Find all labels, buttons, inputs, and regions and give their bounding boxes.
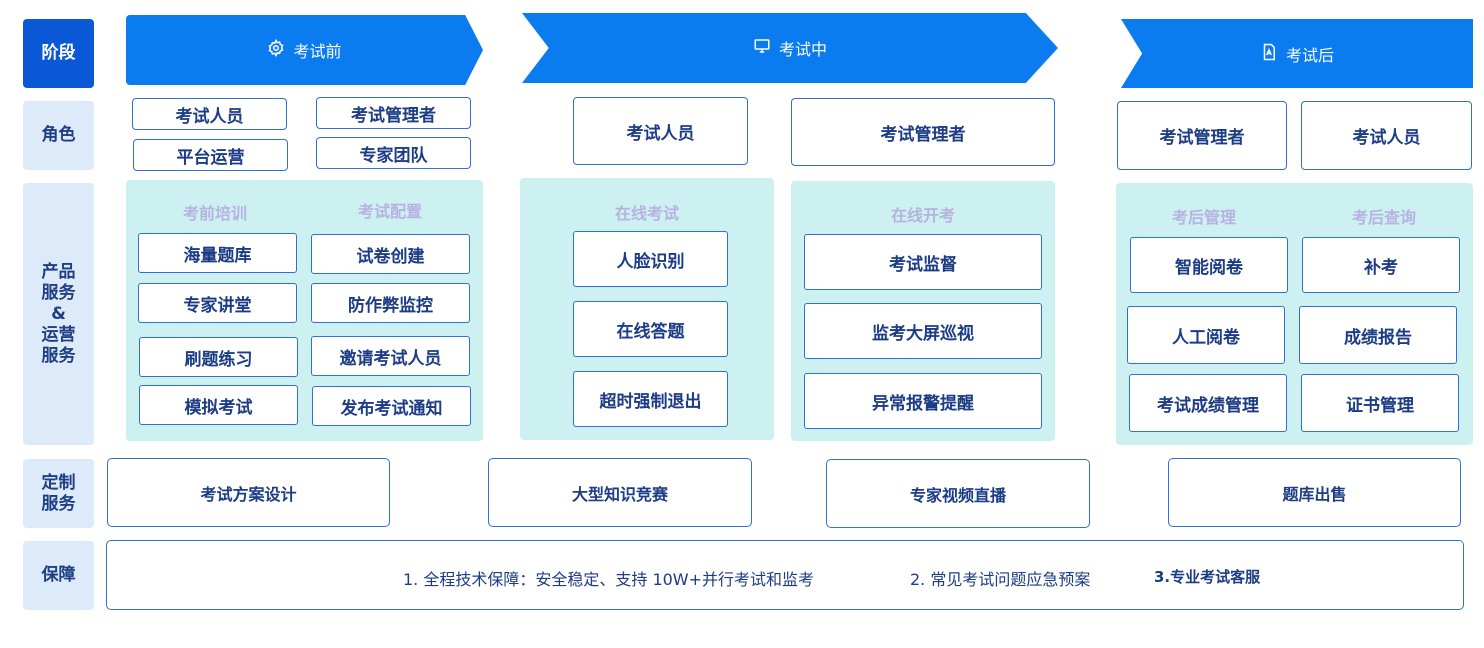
row-label-guarantee: 保障 (23, 541, 94, 610)
row-label-product-line: 服务 (41, 282, 76, 303)
row-label-product-line: & (51, 303, 66, 324)
item-create-paper[interactable]: 试卷创建 (311, 234, 470, 274)
row-label-role: 角色 (23, 101, 94, 170)
row-label-product-line: 服务 (41, 345, 76, 366)
row-label-product-line: 产品 (41, 261, 76, 282)
item-smart-grading[interactable]: 智能阅卷 (1130, 237, 1288, 293)
role-after-manager: 考试管理者 (1117, 101, 1287, 170)
row-label-product: 产品 服务 & 运营 服务 (23, 183, 94, 445)
item-score-report[interactable]: 成绩报告 (1299, 306, 1457, 364)
role-before-manager: 考试管理者 (316, 97, 471, 129)
row-label-custom-line: 定制 (41, 472, 76, 493)
guarantee-item-contingency: 2. 常见考试问题应急预案 (910, 570, 1091, 589)
document-icon (1260, 43, 1278, 65)
guarantee-item-customer-service: 3.专业考试客服 (1154, 568, 1261, 586)
monitor-icon (753, 37, 771, 59)
stage-during-arrow: 考试中 (522, 13, 1058, 83)
panel-after-title-query: 考后查询 (1351, 208, 1416, 227)
item-timeout-exit[interactable]: 超时强制退出 (573, 371, 728, 427)
row-label-stage: 阶段 (23, 19, 94, 88)
panel-online-start-title: 在线开考 (890, 206, 955, 225)
stage-after-label: 考试后 (1285, 45, 1334, 65)
role-during-manager: 考试管理者 (791, 98, 1055, 166)
item-online-answer[interactable]: 在线答题 (573, 301, 728, 357)
role-before-experts: 专家团队 (316, 137, 471, 169)
item-expert-lecture[interactable]: 专家讲堂 (138, 283, 297, 323)
item-exam-supervision[interactable]: 考试监督 (804, 234, 1042, 290)
item-anti-cheat[interactable]: 防作弊监控 (311, 283, 470, 323)
item-big-screen-patrol[interactable]: 监考大屏巡视 (804, 303, 1042, 359)
row-label-product-line: 运营 (41, 324, 76, 345)
panel-before-title-config: 考试配置 (357, 202, 422, 221)
item-score-management[interactable]: 考试成绩管理 (1129, 374, 1287, 432)
item-publish-notice[interactable]: 发布考试通知 (312, 386, 471, 426)
guarantee-item-tech-support: 1. 全程技术保障：安全稳定、支持 10W+并行考试和监考 (403, 570, 815, 589)
custom-knowledge-contest[interactable]: 大型知识竞赛 (488, 458, 752, 527)
stage-before-label: 考试前 (293, 42, 342, 61)
role-after-examinee: 考试人员 (1301, 101, 1472, 170)
row-label-custom-line: 服务 (41, 493, 76, 514)
item-manual-grading[interactable]: 人工阅卷 (1127, 306, 1285, 364)
role-before-examinee: 考试人员 (132, 98, 287, 130)
custom-expert-live-stream[interactable]: 专家视频直播 (826, 459, 1090, 528)
panel-online-exam-title: 在线考试 (614, 204, 679, 223)
item-question-bank[interactable]: 海量题库 (138, 233, 297, 273)
item-face-recognition[interactable]: 人脸识别 (573, 231, 728, 287)
stage-before-arrow: 考试前 (126, 15, 483, 85)
item-invite-examinees[interactable]: 邀请考试人员 (311, 336, 470, 376)
item-anomaly-alert[interactable]: 异常报警提醒 (804, 373, 1042, 429)
stage-after-arrow: 考试后 (1121, 19, 1473, 88)
panel-after-title-management: 考后管理 (1171, 208, 1236, 227)
guarantee-box (106, 540, 1464, 610)
stage-during-label: 考试中 (778, 40, 827, 59)
gear-icon (267, 38, 285, 61)
item-practice[interactable]: 刷题练习 (139, 337, 298, 377)
role-during-examinee: 考试人员 (573, 97, 748, 165)
item-makeup-exam[interactable]: 补考 (1302, 237, 1460, 293)
row-label-custom: 定制 服务 (23, 459, 94, 528)
role-before-operations: 平台运营 (133, 139, 288, 171)
item-mock-exam[interactable]: 模拟考试 (139, 385, 298, 425)
custom-question-bank-sale[interactable]: 题库出售 (1168, 458, 1461, 527)
custom-exam-plan-design[interactable]: 考试方案设计 (107, 458, 390, 527)
item-certificate-management[interactable]: 证书管理 (1301, 374, 1459, 432)
panel-before-title-training: 考前培训 (182, 204, 247, 223)
